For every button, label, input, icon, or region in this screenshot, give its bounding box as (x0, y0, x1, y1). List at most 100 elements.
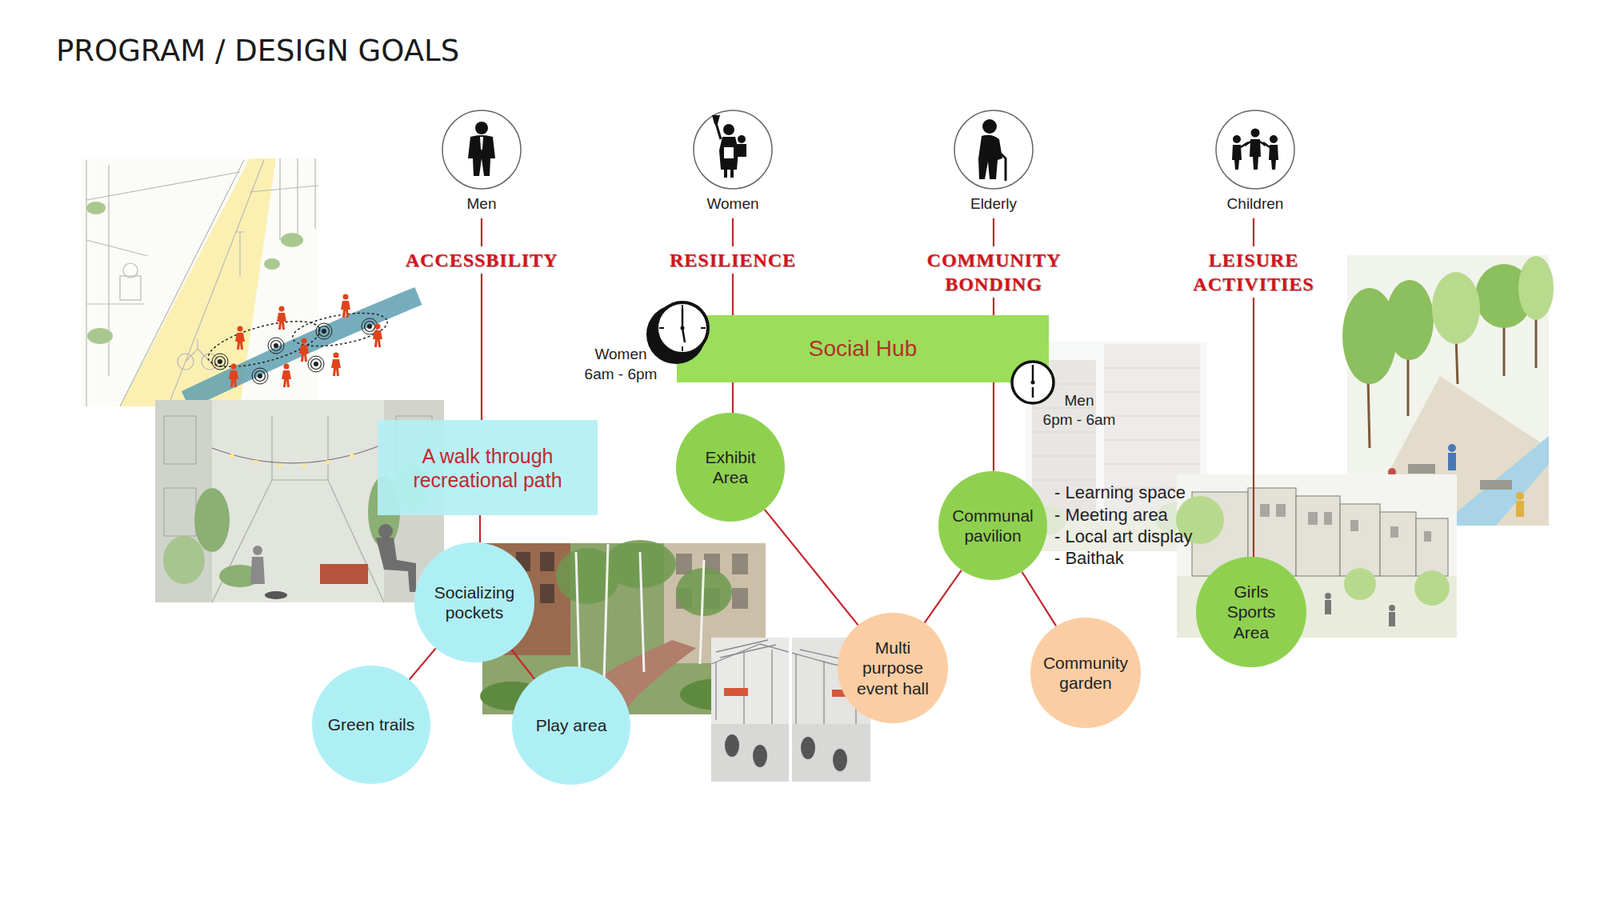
program-circle: Multi purpose event hall (837, 612, 948, 723)
street-sketch (87, 328, 113, 344)
townhouse-render (1308, 512, 1318, 525)
connector (764, 509, 859, 626)
time-note: 6pm - 6am (1043, 411, 1116, 430)
park-render (1448, 444, 1456, 452)
node-label: Socializing pockets (424, 582, 524, 623)
person-icon (954, 110, 1033, 189)
courtyard-photo (576, 544, 704, 688)
goal-heading: RESILIENCE (664, 246, 801, 274)
list-item: - Baithak (1054, 548, 1124, 569)
courtyard-photo (540, 584, 555, 604)
person-icon (1269, 135, 1278, 144)
person-icon (480, 136, 484, 151)
alley-photo (250, 556, 265, 584)
person-icon (468, 135, 496, 176)
townhouse-render (1260, 504, 1432, 542)
street-sketch (264, 258, 280, 270)
goal-heading: COMMUNITY BONDING (922, 246, 1066, 298)
townhouse-render (1416, 518, 1448, 576)
townhouse-render (1350, 520, 1359, 532)
pavilion-render (800, 736, 816, 760)
goal-heading: LEISURE ACTIVITIES (1188, 246, 1319, 298)
townhouse-render (1414, 570, 1450, 606)
movement-swoosh (185, 296, 419, 400)
connector (992, 382, 995, 472)
park-render (1432, 256, 1554, 344)
street-sketch (81, 158, 319, 407)
pavilion-render (788, 637, 792, 782)
list-item: - Meeting area (1054, 504, 1168, 526)
person-icon (1232, 144, 1242, 170)
courtyard-photo (556, 540, 732, 616)
townhouse-render (1390, 526, 1399, 538)
park-render (1342, 264, 1533, 384)
node-label: Communal pavilion (947, 505, 1039, 546)
pavilion-render (724, 688, 748, 696)
diagram-title: PROGRAM / DESIGN GOALS (56, 33, 460, 68)
courtyard-photo (576, 544, 704, 688)
alley-photo (325, 460, 331, 465)
person-icon (1251, 128, 1260, 138)
townhouse-render (1276, 504, 1286, 517)
courtyard-photo (676, 553, 692, 575)
node-label: Multi purpose event hall (852, 637, 933, 699)
park-render (1432, 272, 1480, 344)
movement-swoosh (228, 364, 239, 388)
program-circle: Girls Sports Area (1196, 556, 1306, 667)
node-label: Girls Sports Area (1211, 581, 1292, 643)
program-circle: Community garden (1030, 617, 1141, 728)
person-icon (1216, 110, 1295, 189)
person-icon (737, 135, 746, 144)
person-icon (693, 110, 772, 189)
node-label: Social Hub (808, 335, 917, 363)
person-icon (442, 110, 521, 189)
townhouse-render (1296, 496, 1340, 576)
movement-swoosh (276, 306, 287, 331)
person-icon (1244, 141, 1266, 146)
person-icon (952, 108, 1035, 191)
alley-photo (320, 564, 368, 584)
alley-photo (376, 537, 416, 592)
alley-photo (194, 488, 230, 552)
movement-swoosh (235, 326, 245, 351)
pavilion-render (724, 734, 740, 757)
person-icon (719, 136, 739, 170)
movement-swoosh (212, 353, 228, 370)
street-sketch (235, 232, 245, 276)
program-circle: Exhibit Area (676, 412, 785, 522)
person-icon (1249, 139, 1261, 170)
person-icon (475, 121, 488, 135)
node-label: Play area (519, 715, 624, 736)
townhouse-render (1424, 531, 1432, 542)
person-icon (1263, 142, 1270, 148)
goal-heading: ACCESSBILITY (400, 246, 564, 274)
node-label: Exhibit Area (690, 447, 771, 488)
alley-photo (164, 488, 196, 536)
movement-swoosh (281, 364, 292, 388)
hub-band: Social Hub (676, 315, 1049, 383)
alley-photo (164, 416, 196, 464)
list-item: - Local art display (1054, 526, 1192, 548)
program-circle: Communal pavilion (938, 471, 1048, 581)
person-icon (724, 147, 734, 159)
connector (732, 382, 734, 413)
connector (1021, 572, 1056, 627)
park-render (1518, 256, 1554, 320)
person-icon (1232, 135, 1241, 144)
pavilion-render (724, 734, 848, 772)
townhouse-render (1324, 592, 1332, 600)
courtyard-photo (732, 553, 748, 575)
movement-swoosh (316, 323, 332, 340)
townhouse-render (1324, 600, 1332, 615)
program-circle: Socializing pockets (414, 542, 535, 663)
pavilion-render (752, 744, 768, 768)
person-icon (724, 169, 728, 178)
group-label: Women (684, 195, 781, 214)
node-label: Green trails (319, 714, 424, 735)
person-icon (978, 135, 1003, 180)
person-icon (723, 124, 735, 136)
